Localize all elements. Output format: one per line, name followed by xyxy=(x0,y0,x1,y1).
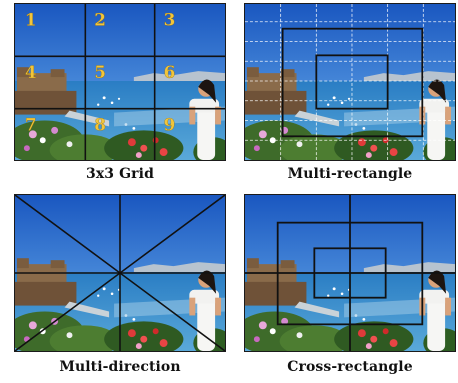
panel-3x3-grid: 1 2 3 4 5 6 7 8 9 xyxy=(14,3,226,161)
outer-rectangle xyxy=(281,27,424,138)
grid-number-2: 2 xyxy=(94,10,106,30)
grid-number-6: 6 xyxy=(164,62,176,82)
inner-rectangle xyxy=(315,54,389,110)
dashed-grid-lines xyxy=(245,4,455,160)
caption-multi-rectangle: Multi-rectangle xyxy=(287,166,413,182)
grid-number-1: 1 xyxy=(25,10,37,30)
cross-rectangles xyxy=(245,195,455,351)
grid-lines xyxy=(15,4,225,160)
grid-number-4: 4 xyxy=(25,62,37,82)
grid-number-9: 9 xyxy=(164,114,176,134)
caption-cross-rectangle: Cross-rectangle xyxy=(287,359,413,375)
grid-number-7: 7 xyxy=(25,114,37,134)
caption-multi-direction: Multi-direction xyxy=(59,359,181,375)
grid-number-8: 8 xyxy=(94,114,106,134)
panel-multi-direction xyxy=(14,194,226,352)
panel-multi-rectangle-image xyxy=(245,4,455,160)
panel-multi-rectangle xyxy=(244,3,456,161)
direction-lines xyxy=(15,195,225,351)
grid-number-5: 5 xyxy=(94,62,106,82)
panel-cross-rectangle-image xyxy=(245,195,455,351)
panel-multi-direction-image xyxy=(15,195,225,351)
caption-3x3-grid: 3x3 Grid xyxy=(86,166,154,182)
panel-cross-rectangle xyxy=(244,194,456,352)
panel-3x3-grid-image: 1 2 3 4 5 6 7 8 9 xyxy=(15,4,225,160)
grid-number-3: 3 xyxy=(164,10,176,30)
